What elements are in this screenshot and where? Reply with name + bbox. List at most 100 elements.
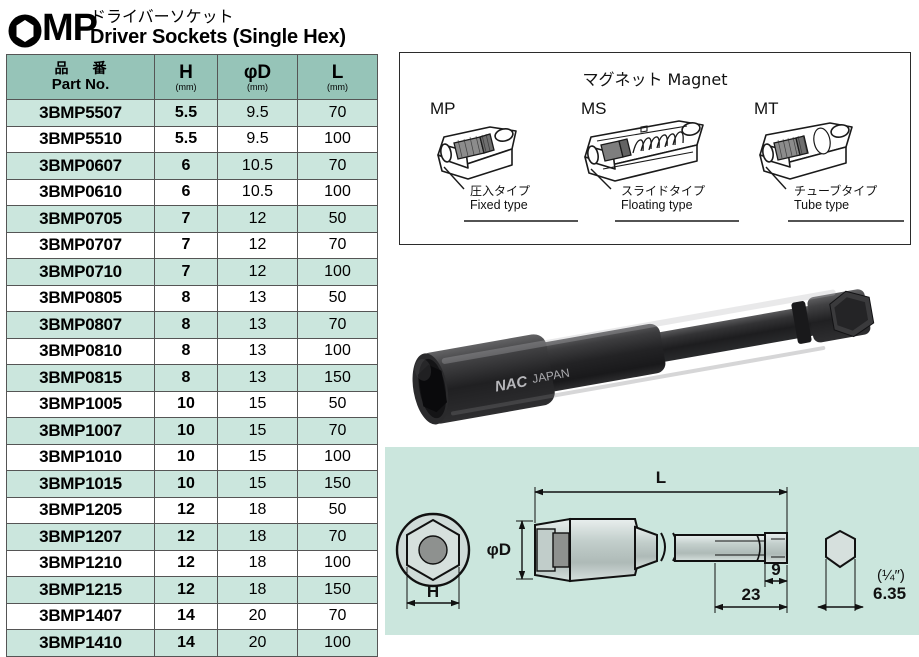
cell-part-no: 3BMP1407 [6, 602, 155, 630]
cell-l: 70 [297, 231, 378, 259]
column-header-part-no-jp: 品 番 [54, 61, 112, 77]
cell-h: 12 [154, 549, 218, 577]
magnet-type-ms-en: Floating type [621, 198, 693, 213]
magnet-type-mt-caption: チューブタイプ Tube type [794, 184, 877, 213]
cell-part-no: 3BMP0710 [6, 258, 155, 286]
cell-l: 150 [297, 364, 378, 392]
cell-h: 10 [154, 443, 218, 471]
cell-part-no: 3BMP5510 [6, 125, 155, 153]
cell-part-no: 3BMP0810 [6, 337, 155, 365]
cell-h: 12 [154, 576, 218, 604]
page-title-en: Driver Sockets (Single Hex) [90, 26, 346, 48]
cell-l: 100 [297, 178, 378, 206]
column-header-h: H (mm) [154, 54, 218, 100]
column-header-d-symbol: φD [243, 61, 272, 83]
caption-underline-ms [615, 220, 739, 222]
cell-part-no: 3BMP0807 [6, 311, 155, 339]
cell-h: 10 [154, 470, 218, 498]
cell-h: 14 [154, 602, 218, 630]
magnet-panel-title: マグネット Magnet [582, 70, 728, 89]
cell-d: 9.5 [217, 125, 298, 153]
cell-h: 12 [154, 523, 218, 551]
cell-l: 70 [297, 602, 378, 630]
dim-label-d: φD [487, 540, 511, 559]
magnet-type-mt-en: Tube type [794, 198, 850, 213]
cell-d: 12 [217, 231, 298, 259]
cell-h: 7 [154, 231, 218, 259]
column-header-l-symbol: L [331, 61, 344, 83]
magnet-type-mp-en: Fixed type [470, 198, 528, 213]
cell-d: 18 [217, 496, 298, 524]
cell-part-no: 3BMP5507 [6, 99, 155, 127]
cell-d: 15 [217, 390, 298, 418]
cell-l: 70 [297, 417, 378, 445]
cell-l: 100 [297, 629, 378, 657]
magnet-type-mp-caption: 圧入タイプ Fixed type [470, 184, 531, 213]
cell-part-no: 3BMP0707 [6, 231, 155, 259]
magnet-type-mt-code: MT [754, 99, 779, 118]
cell-part-no: 3BMP0705 [6, 205, 155, 233]
dim-diameter-D: φD [487, 520, 533, 580]
magnet-type-ms-caption: スライドタイプ Floating type [621, 184, 705, 213]
cell-l: 70 [297, 523, 378, 551]
brand-logo-text: NAC [494, 373, 530, 396]
magnet-type-ms-code: MS [581, 99, 607, 118]
cell-h: 7 [154, 258, 218, 286]
column-header-l-unit: (mm) [327, 81, 348, 92]
cell-l: 100 [297, 443, 378, 471]
cell-l: 100 [297, 125, 378, 153]
socket-floating-type-icon [584, 120, 704, 190]
cell-d: 9.5 [217, 99, 298, 127]
dim-label-l: L [656, 468, 666, 487]
cell-part-no: 3BMP1010 [6, 443, 155, 471]
cell-l: 100 [297, 258, 378, 286]
column-header-d: φD (mm) [217, 54, 298, 100]
caption-underline-mp [464, 220, 578, 222]
cell-l: 150 [297, 470, 378, 498]
cell-part-no: 3BMP1205 [6, 496, 155, 524]
cell-d: 13 [217, 364, 298, 392]
cell-h: 8 [154, 311, 218, 339]
dim-label-h: H [427, 582, 439, 601]
cell-h: 8 [154, 337, 218, 365]
driver-socket-photo-image: NAC JAPAN [412, 289, 875, 425]
dim-value-inch: (¼″) [877, 567, 905, 584]
cell-d: 12 [217, 205, 298, 233]
dim-value-23: 23 [742, 585, 761, 604]
cell-part-no: 3BMP1207 [6, 523, 155, 551]
cell-h: 6 [154, 152, 218, 180]
cell-part-no: 3BMP1215 [6, 576, 155, 604]
cell-h: 8 [154, 284, 218, 312]
cell-h: 12 [154, 496, 218, 524]
table-header-row: 品 番 Part No. H (mm) φD (mm) [6, 54, 378, 100]
column-header-d-unit: (mm) [247, 81, 268, 92]
cell-h: 6 [154, 178, 218, 206]
cell-l: 100 [297, 337, 378, 365]
cell-l: 50 [297, 205, 378, 233]
cell-d: 13 [217, 284, 298, 312]
magnet-type-mt: MT [748, 99, 908, 231]
cell-d: 12 [217, 258, 298, 286]
cell-d: 18 [217, 549, 298, 577]
magnet-type-mp-jp: 圧入タイプ [470, 184, 531, 198]
cell-part-no: 3BMP0607 [6, 152, 155, 180]
cell-part-no: 3BMP1005 [6, 390, 155, 418]
socket-tube-type-icon [759, 122, 853, 190]
cell-l: 50 [297, 496, 378, 524]
dim-tip-9: 9 [764, 560, 788, 587]
